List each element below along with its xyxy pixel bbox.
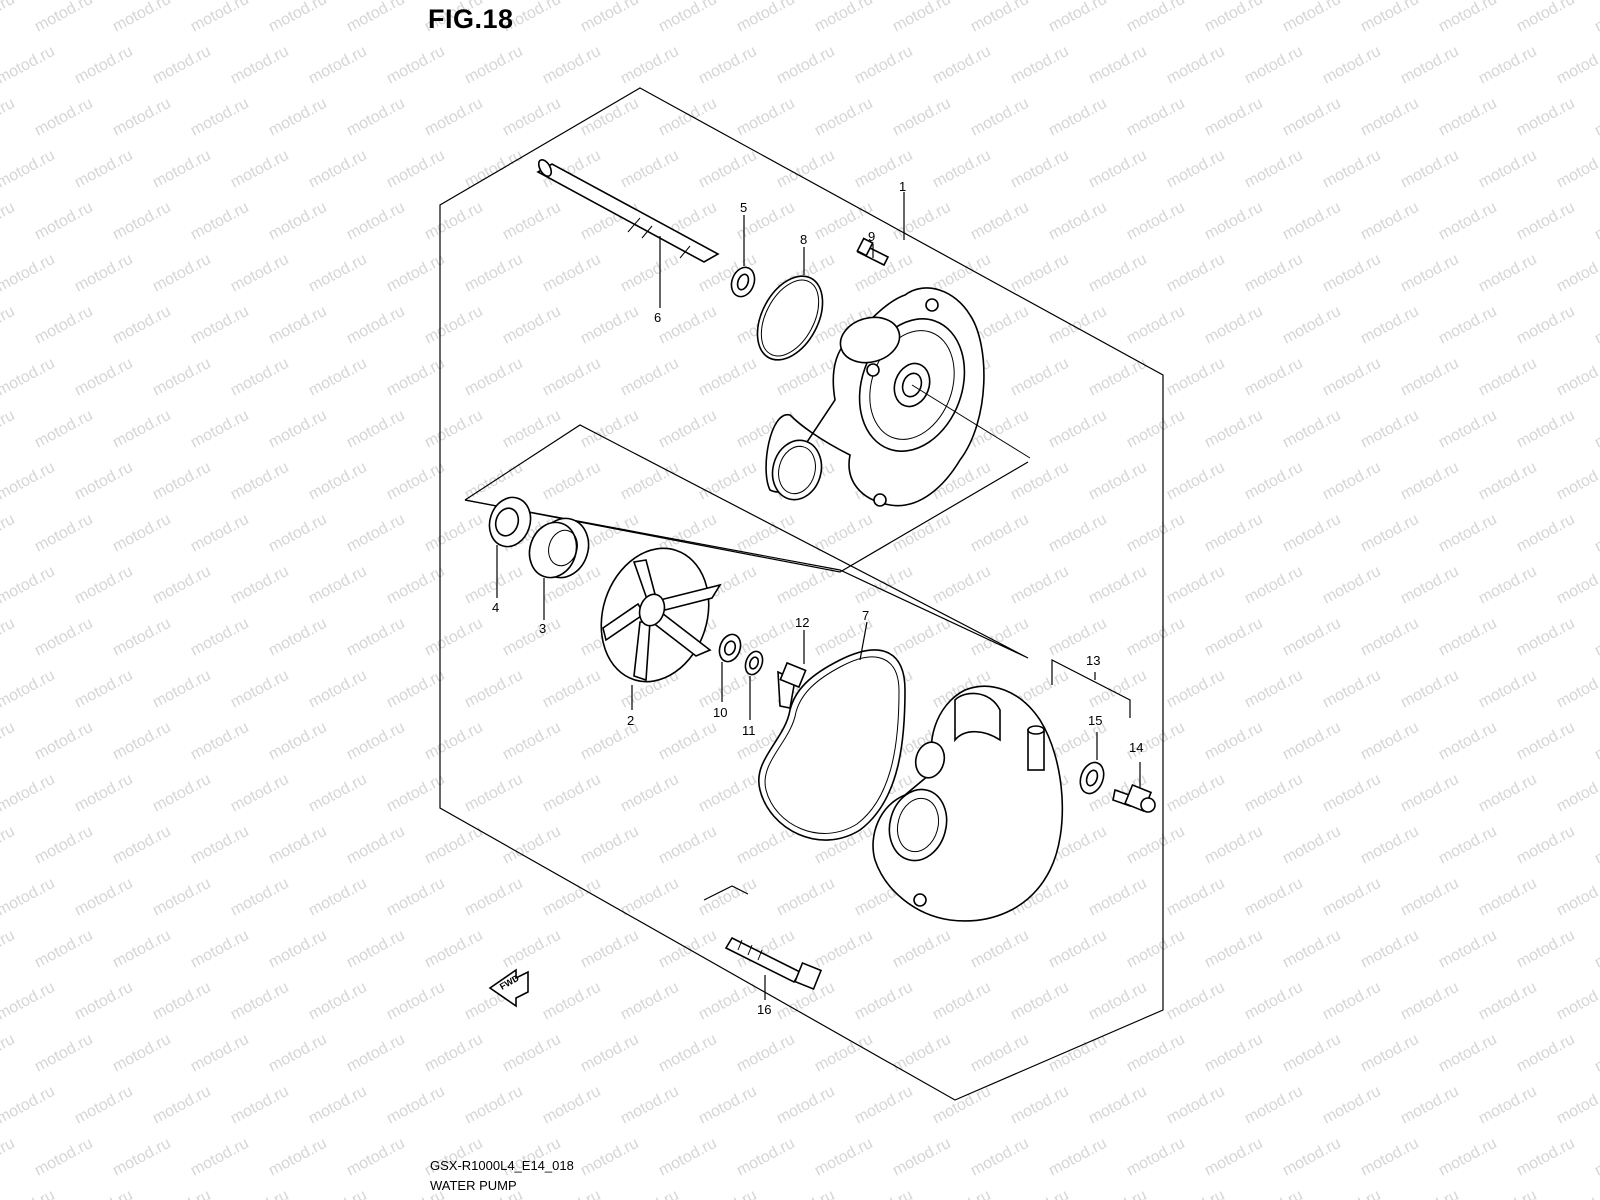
callout-11: 11	[742, 723, 756, 738]
housing-subassembly-bracket	[464, 424, 1029, 659]
callout-15: 15	[1088, 713, 1102, 728]
part-pump-body	[872, 685, 1064, 922]
part-washer-10	[718, 633, 742, 702]
callout-3: 3	[539, 621, 546, 636]
part-washer-15	[1079, 761, 1105, 795]
forward-arrow: FWD	[488, 968, 529, 1008]
watermark-text: motod.ru	[1592, 0, 1600, 36]
part-oil-seal-4	[488, 496, 532, 598]
callout-13: 13	[1086, 653, 1100, 668]
part-pump-cover	[765, 192, 1031, 507]
part-washer-5	[730, 215, 756, 298]
part-washer-11	[744, 650, 764, 720]
callout-7: 7	[862, 608, 869, 623]
housing-subassembly-lines	[464, 461, 1029, 573]
callout-10: 10	[713, 705, 727, 720]
callout-14: 14	[1129, 740, 1143, 755]
callout-2: 2	[627, 713, 634, 728]
figure-title: FIG.18	[428, 4, 514, 34]
callout-16: 16	[757, 1002, 771, 1017]
part-bolt-16	[703, 885, 823, 1000]
drawing-code: GSX-R1000L4_E14_018	[430, 1158, 574, 1173]
callout-8: 8	[800, 232, 807, 247]
callout-4: 4	[492, 600, 499, 615]
figure-name: WATER PUMP	[430, 1178, 517, 1193]
part-gasket-7	[757, 621, 906, 841]
part-bolt-9	[856, 237, 890, 267]
part-shaft	[536, 159, 720, 308]
callout-5: 5	[740, 200, 747, 215]
part-impeller-2	[600, 547, 722, 710]
part-mechanical-seal-3	[528, 517, 590, 620]
callout-6: 6	[654, 310, 661, 325]
assembly-boundary	[439, 87, 1164, 1101]
callout-1: 1	[899, 179, 906, 194]
callout-9: 9	[868, 229, 875, 244]
bracket-13-14	[1051, 659, 1131, 718]
part-bolt-14	[1112, 783, 1156, 813]
callout-12: 12	[795, 615, 809, 630]
part-o-ring-8	[756, 247, 824, 361]
